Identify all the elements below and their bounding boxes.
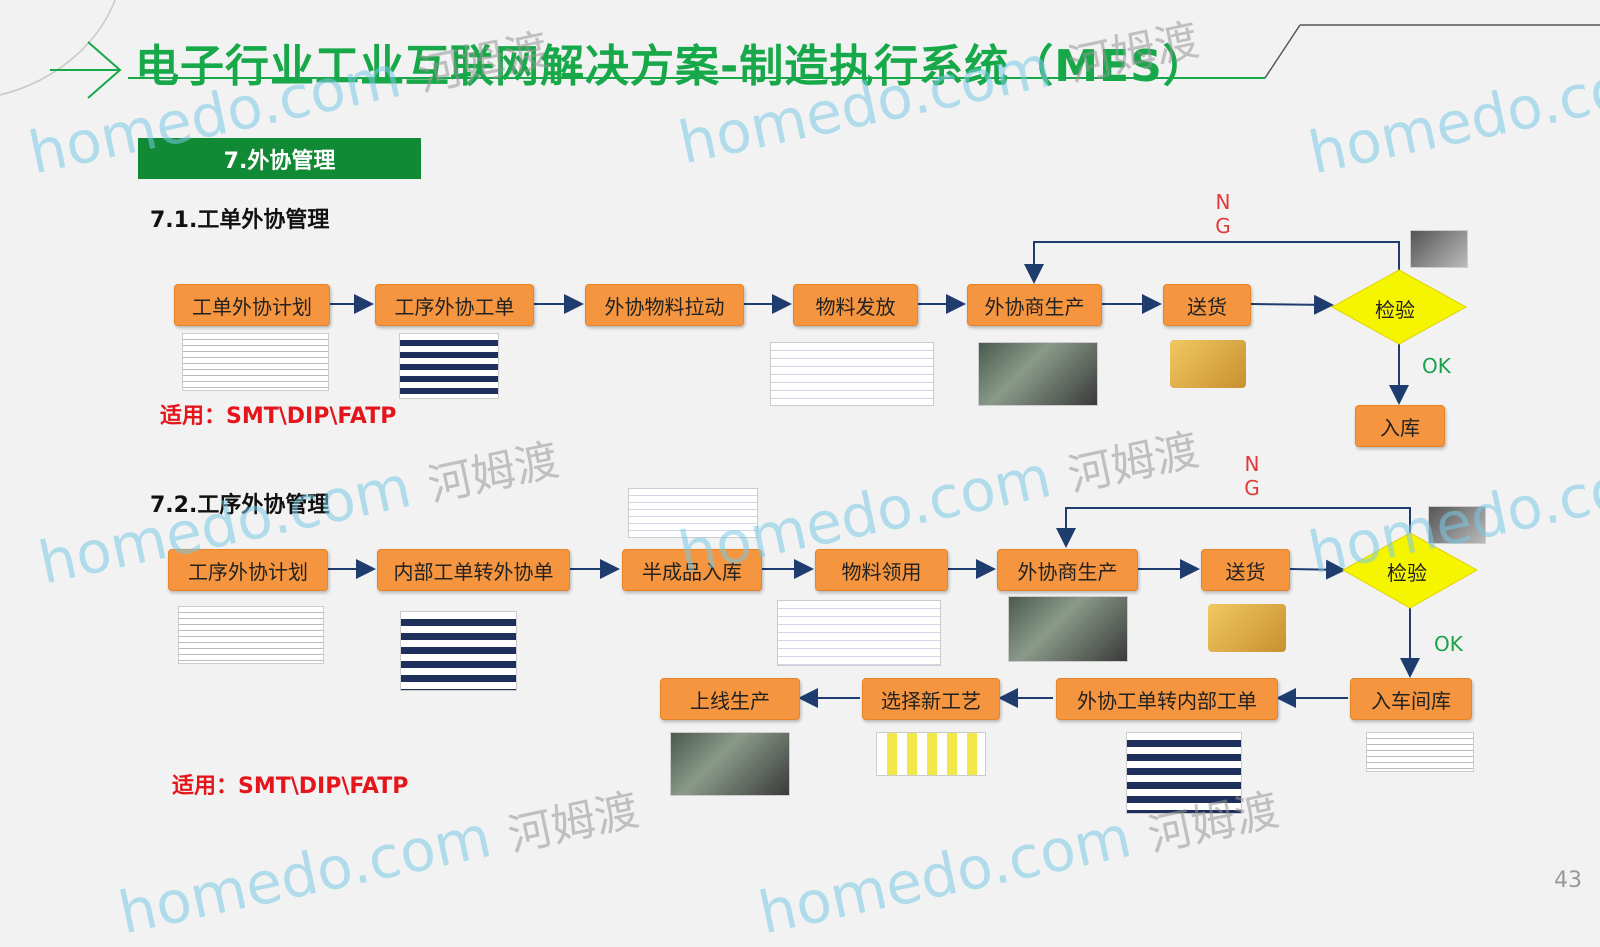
flow1-step-4: 物料发放: [793, 284, 918, 326]
header-decoration: [0, 0, 1600, 708]
flow2-step-1: 工序外协计划: [168, 549, 328, 591]
flow1-plan-table-thumbnail: [182, 333, 329, 391]
flow1-arrows: [330, 241, 1409, 405]
flow2-process-route-thumbnail: [876, 732, 986, 776]
flow2-step-4: 物料领用: [815, 549, 948, 591]
flow2-plan-table-thumbnail: [178, 606, 324, 664]
flow2-semi-product-form-thumbnail: [628, 488, 758, 538]
flow2-arrows: [326, 507, 1420, 708]
section-label: 7.外协管理: [138, 138, 421, 179]
flow2-return-step-1: 入车间库: [1350, 678, 1472, 720]
flow2-apply-note: 适用：SMT\DIP\FATP: [172, 774, 409, 799]
flow1-delivery-truck-icon: [1170, 340, 1246, 388]
flow1-store-box: 入库: [1355, 405, 1445, 447]
flow2-step-6: 送货: [1201, 549, 1290, 591]
flow2-return-step-2: 外协工单转内部工单: [1056, 678, 1278, 720]
flow1-workorder-list-thumbnail: [399, 333, 499, 399]
flow2-delivery-truck-icon: [1208, 604, 1286, 652]
flow2-line-production-photo: [670, 732, 790, 796]
flow1-ok-label: OK: [1422, 354, 1451, 378]
flow2-material-form-thumbnail: [777, 600, 941, 666]
flow2-decision-diamond: [1341, 532, 1479, 609]
flow1-step-6: 送货: [1163, 284, 1251, 326]
flow2-ok-label: OK: [1434, 632, 1463, 656]
flow2-decision-label: 检验: [1387, 561, 1427, 585]
flow1-inspection-photo: [1410, 230, 1468, 268]
flow2-heading: 7.2.工序外协管理: [150, 493, 330, 518]
flow2-production-photo: [1008, 596, 1128, 662]
flow1-step-5: 外协商生产: [967, 284, 1102, 326]
flow1-heading: 7.1.工单外协管理: [150, 208, 330, 233]
flow1-material-form-thumbnail: [770, 342, 934, 406]
flow1-step-3: 外协物料拉动: [585, 284, 744, 326]
flow2-step-2: 内部工单转外协单: [377, 549, 570, 591]
flow1-decision-diamond: [1330, 269, 1468, 345]
flow1-step-1: 工单外协计划: [174, 284, 330, 326]
flow2-warehouse-form-thumbnail: [1366, 732, 1474, 772]
flow2-workorder-list-thumbnail: [400, 611, 517, 691]
flow1-production-photo: [978, 342, 1098, 406]
page-title: 电子行业工业互联网解决方案-制造执行系统（MES）: [135, 41, 1208, 92]
flow2-step-3: 半成品入库: [622, 549, 762, 591]
flow1-decision-label: 检验: [1375, 298, 1415, 322]
page-number: 43: [1554, 868, 1582, 893]
flow2-return-step-4: 上线生产: [660, 678, 800, 720]
flow2-step-5: 外协商生产: [997, 549, 1138, 591]
flow2-inspection-photo: [1428, 506, 1486, 544]
flow2-return-step-3: 选择新工艺: [862, 678, 1000, 720]
flow2-internal-workorder-thumbnail: [1126, 732, 1242, 814]
flow1-apply-note: 适用：SMT\DIP\FATP: [160, 404, 397, 429]
flow1-step-2: 工序外协工单: [375, 284, 534, 326]
